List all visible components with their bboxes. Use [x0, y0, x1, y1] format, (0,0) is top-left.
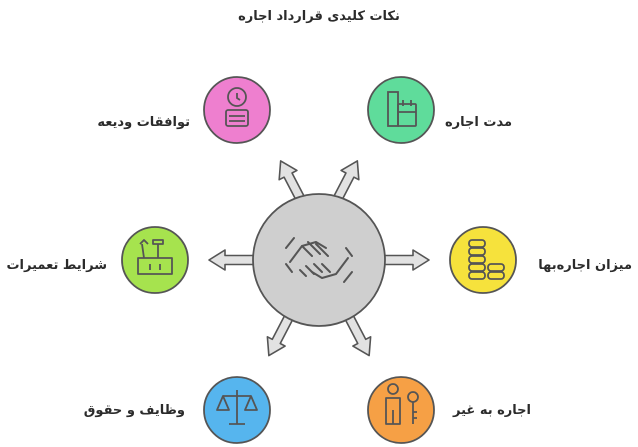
connector-arrows — [208, 160, 430, 357]
person-key-icon — [385, 383, 419, 425]
node-duties — [203, 376, 271, 444]
label-repairs: شرایط تعمیرات — [6, 258, 107, 273]
scale-weight-icon — [225, 87, 249, 127]
label-rent-amount: میزان اجاره‌بها — [538, 258, 632, 273]
arrow-right — [382, 249, 430, 271]
node-deposit — [203, 76, 271, 144]
diagram-title: نکات کلیدی قرارداد اجاره — [238, 9, 400, 24]
toolbox-icon — [137, 239, 173, 275]
arrow-down-right — [343, 311, 372, 357]
label-duties: وظایف و حقوق — [84, 403, 185, 418]
handshake-icon — [285, 237, 353, 283]
node-repairs — [121, 226, 189, 294]
label-duration: مدت اجاره — [445, 115, 512, 130]
node-rent-amount — [449, 226, 517, 294]
arrow-down-left — [266, 311, 295, 357]
balance-scale-icon — [216, 390, 258, 425]
calendar-icon — [387, 91, 417, 127]
coin-stack-icon — [468, 239, 505, 280]
center-node — [252, 193, 386, 327]
node-duration — [367, 76, 435, 144]
label-deposit: توافقات ودیعه — [97, 115, 190, 130]
arrow-left — [208, 249, 256, 271]
label-sublease: اجاره به غیر — [452, 403, 531, 418]
node-sublease — [367, 376, 435, 444]
